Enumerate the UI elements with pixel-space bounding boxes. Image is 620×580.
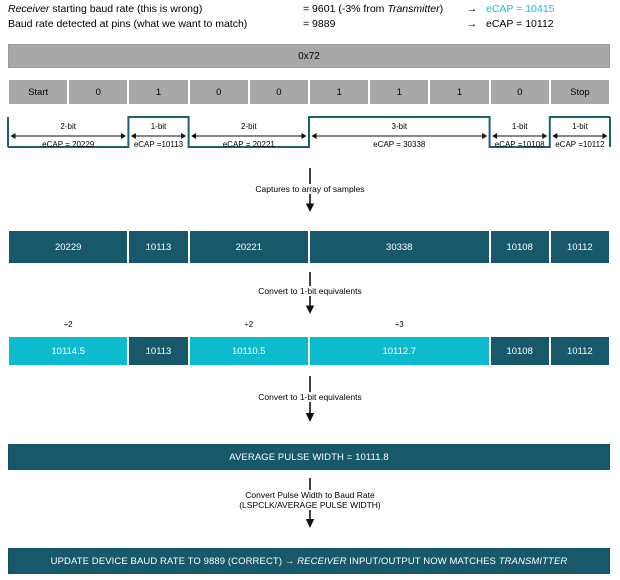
waveform-svg (7, 116, 611, 148)
final-result-bar: UPDATE DEVICE BAUD RATE TO 9889 (CORRECT… (8, 548, 610, 574)
capture-cell: 20221 (188, 230, 309, 264)
capture-cell: 30338 (308, 230, 490, 264)
flow-label-convert-2: Convert to 1-bit equivalents (258, 392, 362, 402)
flow-label-captures: Captures to array of samples (255, 184, 365, 194)
bit-cell: 0 (489, 79, 550, 105)
final-bar-text: UPDATE DEVICE BAUD RATE TO 9889 (CORRECT… (50, 555, 568, 567)
normalized-cell: 10114.5 (8, 336, 129, 366)
divisor-label: ÷2 (244, 320, 254, 329)
bit-cell: Stop (549, 79, 611, 105)
hex-byte-bar: 0x72 (8, 44, 610, 68)
divisor-label-row: ÷2 ÷2 ÷3 (8, 320, 610, 332)
normalized-cell: 10112.7 (308, 336, 490, 366)
bit-cell: Start (8, 79, 69, 105)
header-ecap-1: eCAP = 10415 (486, 3, 555, 15)
arrow-down-icon (305, 194, 315, 212)
dimension-arrow (191, 133, 307, 139)
bit-cell: 1 (128, 79, 189, 105)
bit-cell: 0 (68, 79, 129, 105)
dimension-arrow (311, 133, 488, 139)
header-value-1: = 9601 (-3% from Transmitter) (303, 3, 444, 15)
bit-cell: 1 (309, 79, 370, 105)
flow-label-baud-line1: Convert Pulse Width to Baud Rate (245, 490, 375, 500)
header-row-2: Baud rate detected at pins (what we want… (8, 18, 612, 33)
arrow-down-icon (305, 402, 315, 422)
bit-cell: 1 (429, 79, 490, 105)
bit-cell: 0 (248, 79, 310, 105)
capture-cell: 20229 (8, 230, 129, 264)
bit-cell: 1 (369, 79, 430, 105)
normalized-cell: 10113 (128, 336, 189, 366)
flow-arrow-baud-rate: Convert Pulse Width to Baud Rate (LSPCLK… (180, 478, 440, 528)
divisor-label: ÷3 (394, 320, 404, 329)
header-description-2: Baud rate detected at pins (what we want… (8, 18, 248, 30)
dimension-arrow (492, 133, 548, 139)
arrow-shaft-icon (309, 168, 311, 184)
average-pulse-width-bar: AVERAGE PULSE WIDTH = 10111.8 (8, 444, 610, 470)
header-ecap-2: eCAP = 10112 (486, 18, 554, 30)
normalized-cell: 10110.5 (188, 336, 309, 366)
flow-arrow-captures: Captures to array of samples (180, 168, 440, 212)
flow-arrow-convert-2: Convert to 1-bit equivalents (180, 376, 440, 422)
capture-cell: 10113 (128, 230, 189, 264)
flow-arrow-convert-1: Convert to 1-bit equivalents (180, 272, 440, 314)
arrow-shaft-icon (309, 478, 311, 490)
arrow-shaft-icon (309, 272, 311, 286)
dimension-arrow (10, 133, 126, 139)
flow-label-convert-1: Convert to 1-bit equivalents (258, 286, 362, 296)
header-block: Receiver starting baud rate (this is wro… (8, 3, 612, 33)
flow-label-baud-line2: (LSPCLK/AVERAGE PULSE WIDTH) (239, 500, 381, 510)
capture-cell: 10108 (489, 230, 550, 264)
capture-cell: 10112 (549, 230, 610, 264)
header-arrow-2-icon: → (466, 18, 478, 30)
divisor-label: ÷2 (63, 320, 73, 329)
header-arrow-1-icon: → (466, 3, 478, 15)
header-description-1: Receiver starting baud rate (this is wro… (8, 3, 203, 15)
arrow-shaft-icon (309, 376, 311, 392)
arrow-down-icon (305, 510, 315, 528)
dimension-arrow (130, 133, 187, 139)
normalized-cell: 10108 (489, 336, 550, 366)
arrow-down-icon (305, 296, 315, 314)
dimension-arrow (552, 133, 608, 139)
header-row-1: Receiver starting baud rate (this is wro… (8, 3, 612, 18)
square-wave-path (8, 116, 610, 148)
bit-cell: 0 (188, 79, 249, 105)
normalized-cell: 10112 (549, 336, 610, 366)
header-value-2: = 9889 (303, 18, 336, 30)
